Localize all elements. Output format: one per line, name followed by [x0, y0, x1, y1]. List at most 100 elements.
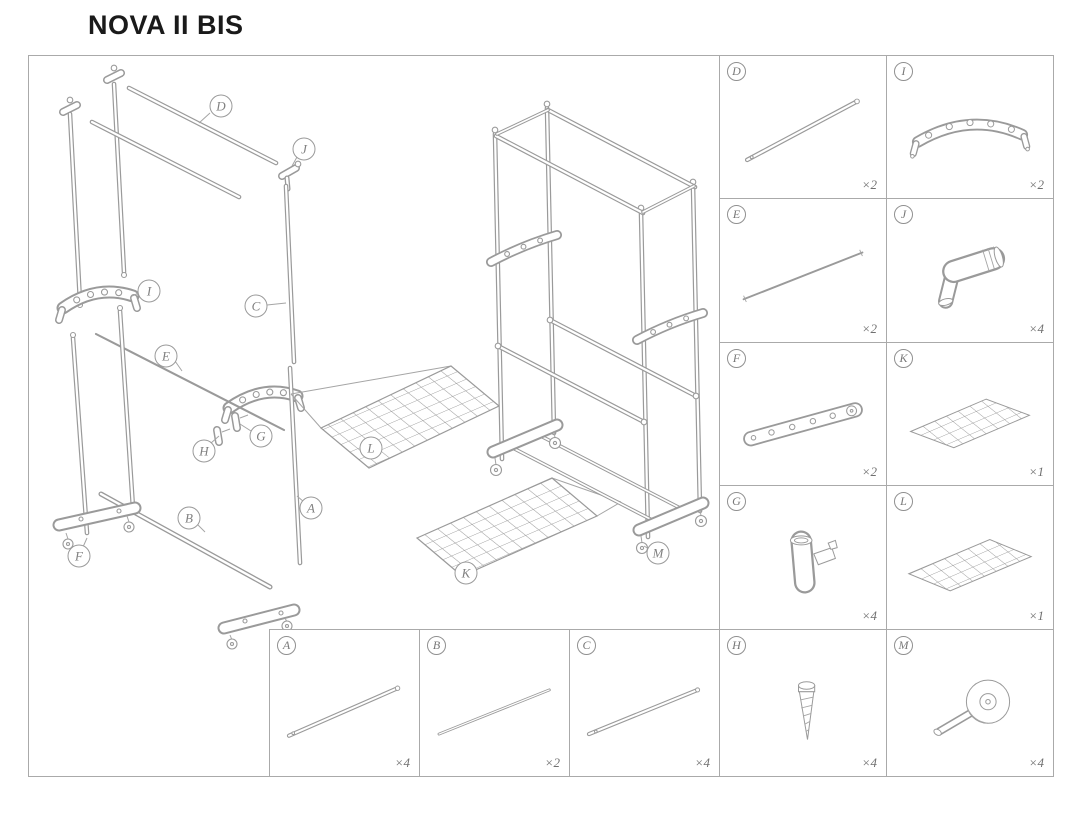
part-letter: A: [282, 638, 291, 652]
part-letter: M: [898, 638, 909, 652]
part-cell-G: G ×4: [719, 485, 886, 629]
part-letter: G: [732, 493, 741, 508]
part-cell-K: K ×1: [886, 342, 1053, 486]
part-drawing-pole-tube: [286, 685, 400, 738]
part-label-badge: L: [894, 491, 913, 511]
part-qty: ×4: [861, 608, 877, 623]
part-cell-L: L ×1: [886, 485, 1053, 629]
svg-text:M: M: [652, 546, 665, 561]
callout-B: B: [177, 506, 206, 533]
assembled-hanger-bracket-left: [486, 230, 562, 267]
corner-connector-J: [278, 160, 302, 192]
mesh-shelf-L: [290, 365, 501, 469]
svg-text:D: D: [215, 99, 226, 114]
part-label-badge: B: [427, 636, 446, 655]
lower-poles: [69, 304, 136, 536]
part-letter: F: [732, 350, 741, 365]
part-label-badge: E: [727, 205, 746, 225]
top-rails-D: [89, 85, 279, 200]
hanger-bracket-I-1: [55, 285, 141, 324]
svg-text:K: K: [461, 566, 472, 581]
part-drawing-support-rod: [742, 249, 864, 303]
main-assembly-diagram: D J I C E: [52, 64, 710, 650]
svg-text:H: H: [198, 444, 209, 459]
part-qty: ×1: [1028, 463, 1044, 479]
part-label-badge: I: [894, 62, 913, 81]
part-label-badge: H: [727, 636, 746, 655]
part-cell-E: E ×2: [719, 199, 886, 343]
part-drawing-cross-rod: [437, 687, 551, 735]
diagram-callouts: D J I C E: [67, 94, 670, 585]
corner-connector-top-2: [59, 96, 81, 116]
part-cell-B: B ×2: [419, 630, 569, 776]
part-cell-M: M ×4: [886, 630, 1053, 776]
part-cell-F: F ×2: [719, 342, 886, 486]
svg-text:C: C: [252, 299, 261, 314]
part-qty: ×2: [861, 463, 877, 479]
callout-A: A: [296, 495, 323, 520]
assembled-view: [486, 100, 710, 555]
part-drawing-mesh-shelf: [907, 538, 1033, 592]
part-cell-D: D ×2: [719, 56, 886, 200]
part-qty: ×4: [1028, 755, 1044, 770]
part-label-badge: D: [727, 62, 746, 81]
assembled-foot-left: [486, 418, 564, 477]
part-label-badge: J: [894, 205, 913, 225]
part-label-badge: M: [894, 636, 913, 655]
part-label-badge: F: [727, 348, 746, 368]
part-qty: ×4: [1028, 320, 1044, 336]
base-foot-F-1: [52, 501, 142, 550]
corner-connector-top-1: [103, 64, 125, 84]
part-drawing-caster-wheel: [933, 679, 1011, 736]
exploded-view: [52, 64, 305, 650]
assembled-mid-rails: [494, 316, 700, 426]
parts-grid-bottom: A ×4 B ×2 C: [269, 629, 1053, 776]
part-qty: ×4: [394, 755, 410, 770]
part-qty: ×4: [861, 755, 877, 770]
part-letter: I: [901, 64, 906, 78]
callout-I: I: [131, 279, 161, 303]
part-drawing-base-bracket: [743, 402, 863, 447]
callout-M: M: [643, 541, 670, 565]
part-label-badge: K: [894, 348, 913, 368]
clamps-G-H: [213, 412, 249, 446]
part-cell-H: H ×4: [719, 630, 886, 776]
svg-text:B: B: [185, 511, 193, 526]
part-qty: ×2: [861, 177, 877, 193]
part-label-badge: A: [277, 636, 296, 655]
part-qty: ×4: [694, 755, 710, 770]
svg-text:L: L: [366, 441, 374, 456]
part-drawing-corner-connector: [938, 246, 1006, 309]
part-qty: ×2: [861, 320, 877, 336]
part-drawing-pole-tube: [586, 686, 700, 736]
callout-K: K: [454, 561, 478, 585]
svg-text:J: J: [301, 142, 308, 157]
assembled-hanger-bracket-right: [632, 308, 708, 345]
part-drawing-screw: [798, 680, 816, 740]
part-label-badge: G: [727, 491, 746, 511]
product-title: NOVA II BIS: [88, 10, 244, 40]
part-cell-C: C ×4: [569, 630, 719, 776]
part-letter: E: [732, 207, 741, 222]
part-qty: ×1: [1028, 608, 1044, 623]
svg-text:A: A: [306, 501, 315, 516]
svg-text:F: F: [74, 549, 84, 564]
upper-poles: [67, 81, 128, 309]
part-letter: J: [900, 207, 907, 222]
part-letter: C: [582, 638, 591, 652]
assembled-poles: [491, 100, 703, 540]
assembled-top-rails: [493, 107, 698, 216]
assembled-foot-right: [632, 496, 710, 555]
part-drawing-rail-tube: [744, 98, 860, 162]
svg-text:G: G: [256, 429, 266, 444]
part-label-badge: C: [577, 636, 596, 655]
mesh-shelf-K: [415, 477, 622, 577]
part-drawing-pole-clamp: [789, 530, 838, 594]
callout-C: C: [244, 294, 287, 318]
part-cell-J: J ×4: [886, 199, 1053, 343]
part-cell-A: A ×4: [269, 630, 419, 776]
part-letter: K: [899, 350, 908, 365]
part-letter: L: [900, 493, 907, 508]
part-qty: ×2: [544, 755, 560, 770]
